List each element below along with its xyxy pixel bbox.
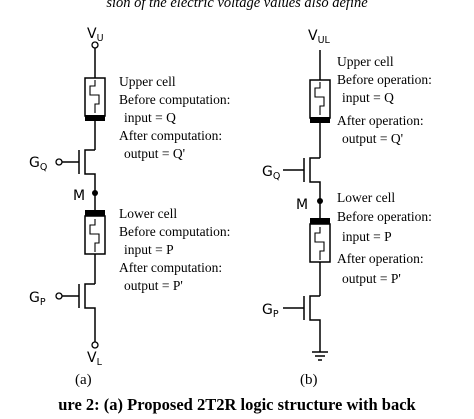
lower-cell-note-b: Lower cell Before operation: input = P A… <box>337 190 435 286</box>
transistor-gp-b <box>283 295 321 352</box>
supply-vu-label: VU <box>87 26 104 44</box>
upper-cell-a <box>84 77 106 121</box>
subfigure-label-a: (a) <box>75 372 92 388</box>
upper-cell-note-a: Upper cell Before computation: input = Q… <box>119 74 234 161</box>
upper-cell-b <box>309 79 331 123</box>
supply-vl-terminal <box>91 341 99 349</box>
transistor-gp-a <box>55 283 96 342</box>
node-m-label-a: M <box>73 188 85 204</box>
circuit-b: VUL GQ M <box>262 28 435 388</box>
supply-vul-label: VUL <box>308 28 331 46</box>
gate-gp-label-a: GP <box>29 290 46 308</box>
transistor-gq-b <box>283 157 321 200</box>
gate-gq-label-b: GQ <box>262 164 280 182</box>
figure-caption: ure 2: (a) Proposed 2T2R logic structure… <box>58 395 416 414</box>
top-text-line: sion of the electric voltage values also… <box>106 0 368 11</box>
gate-gq-label-a: GQ <box>29 155 47 173</box>
lower-cell-b <box>309 218 331 263</box>
lower-cell-note-a: Lower cell Before computation: input = P… <box>119 206 234 293</box>
subfigure-label-b: (b) <box>300 372 318 388</box>
supply-vu-terminal <box>91 41 99 49</box>
circuit-a: VU GQ M <box>29 26 234 388</box>
transistor-gq-a <box>55 149 96 192</box>
upper-cell-note-b: Upper cell Before operation: input = Q A… <box>337 54 435 146</box>
gate-gp-label-b: GP <box>262 302 279 320</box>
supply-vl-label: VL <box>87 350 103 368</box>
ground-icon <box>312 351 328 361</box>
lower-cell-a <box>84 210 106 255</box>
node-m-label-b: M <box>296 197 308 213</box>
